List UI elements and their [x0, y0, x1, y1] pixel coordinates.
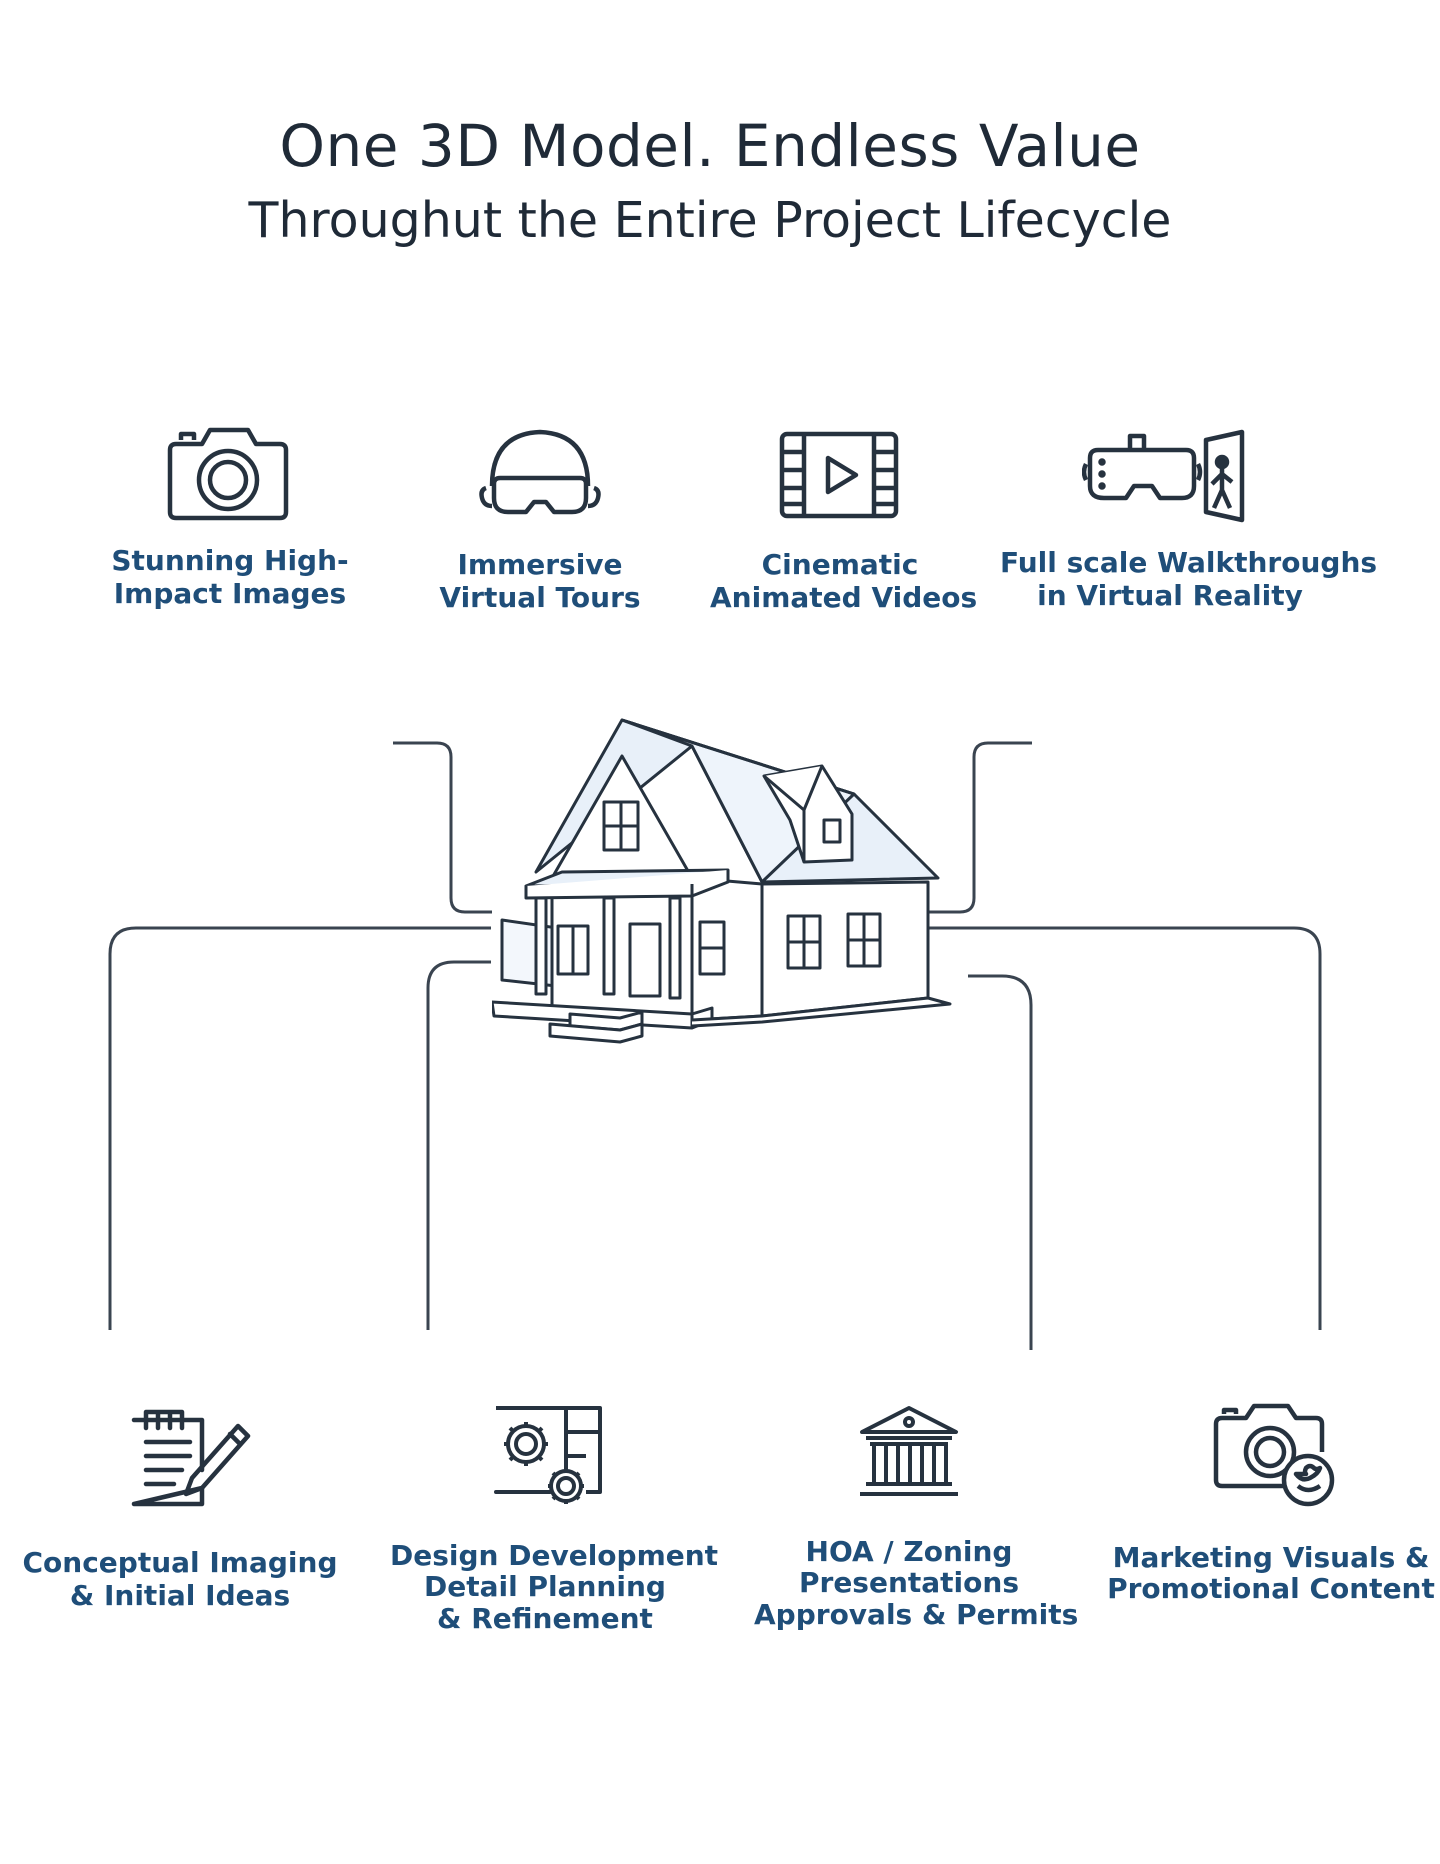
blueprint-gears-icon	[494, 1406, 602, 1504]
video-play-icon	[779, 431, 899, 519]
connector-inner-right	[968, 974, 1033, 1350]
label-high-impact-images: Stunning High-Impact Images	[111, 544, 349, 611]
connector-inner-left	[426, 960, 491, 1330]
camera-social-icon	[1213, 1403, 1335, 1507]
label-marketing-visuals: Marketing Visuals &Promotional Content	[1107, 1541, 1435, 1606]
title-line-1: One 3D Model. Endless Value	[279, 112, 1141, 180]
house-icon	[492, 718, 952, 1044]
connector-outer-right	[921, 926, 1322, 1330]
government-building-icon	[860, 1406, 958, 1496]
title-line-2: Throughut the Entire Project Lifecycle	[248, 192, 1172, 249]
camera-icon	[167, 427, 289, 521]
connector-top-right	[921, 741, 1032, 914]
vr-walkthrough-icon	[1082, 429, 1245, 523]
notepad-pencil-icon	[131, 1409, 251, 1507]
connector-outer-left	[108, 926, 491, 1330]
label-conceptual-imaging: Conceptual Imaging& Initial Ideas	[22, 1546, 338, 1613]
vr-headset-icon	[479, 429, 601, 515]
connector-top-left	[393, 741, 492, 914]
